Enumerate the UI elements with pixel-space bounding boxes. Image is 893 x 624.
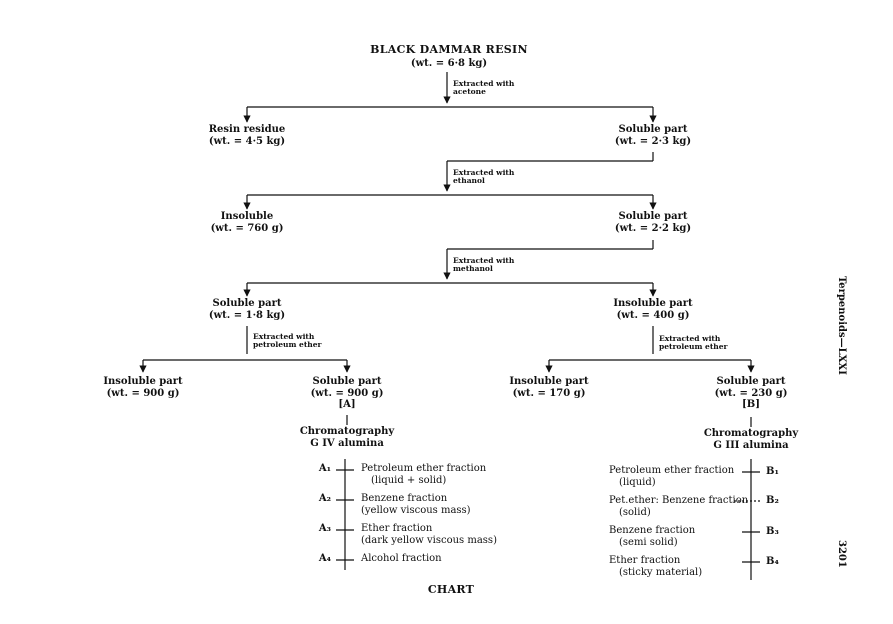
sol-b-tag: [B]	[742, 399, 760, 410]
alumina-a-label: G IV alumina	[310, 437, 384, 449]
soluble2-weight: (wt. = 2·2 kg)	[614, 222, 692, 234]
step3-line2: methanol	[453, 263, 493, 273]
chrom-b-label: Chromatography	[703, 428, 799, 439]
chromatography-b: Chromatography G III alumina	[704, 428, 798, 451]
node-insoluble-2: Insoluble (wt. = 760 g)	[211, 211, 284, 234]
fraction-b1-desc: (liquid)	[619, 476, 656, 488]
chromatography-a: Chromatography G IV alumina	[300, 426, 394, 449]
page-number: 3201	[836, 540, 847, 568]
fraction-a3-label: A₃	[318, 523, 331, 534]
node-soluble-b: Soluble part (wt. = 230 g) [B]	[715, 376, 788, 411]
step2-line1: Extracted with	[453, 168, 515, 177]
node-resin-residue: Resin residue (wt. = 4·5 kg)	[209, 124, 286, 147]
chrom-a-label: Chromatography	[299, 426, 395, 437]
fraction-a4-label: A₄	[318, 553, 331, 564]
step4a-line1: Extracted with	[253, 332, 315, 341]
fraction-a4: Alcohol fraction	[361, 553, 442, 565]
step1-annotation: Extracted with acetone	[453, 80, 514, 96]
insol-a-name: Insoluble part	[103, 376, 183, 387]
fraction-a1-label: A₁	[318, 463, 331, 474]
fraction-b2: Pet.ether: Benzene fraction (solid)	[609, 495, 748, 518]
step2-line2: ethanol	[453, 175, 485, 185]
root-weight: (wt. = 6·8 kg)	[410, 58, 488, 69]
soluble3-name: Soluble part	[212, 298, 282, 309]
insoluble3-weight: (wt. = 400 g)	[616, 309, 690, 321]
fraction-b4-label: B₄	[766, 556, 779, 567]
fraction-a4-name: Alcohol fraction	[361, 553, 442, 564]
node-soluble-a: Soluble part (wt. = 900 g) [A]	[311, 376, 384, 411]
step4a-annotation: Extracted with petroleum ether	[253, 333, 321, 349]
chart-caption: CHART	[427, 583, 475, 596]
fraction-a2-name: Benzene fraction	[361, 493, 448, 504]
insoluble2-weight: (wt. = 760 g)	[210, 222, 284, 234]
step2-annotation: Extracted with ethanol	[453, 169, 514, 185]
fraction-b4: Ether fraction (sticky material)	[609, 555, 702, 578]
insol-a-weight: (wt. = 900 g)	[106, 387, 180, 399]
sol-b-weight: (wt. = 230 g)	[714, 387, 788, 399]
sol-a-tag: [A]	[338, 399, 356, 410]
step3-annotation: Extracted with methanol	[453, 257, 514, 273]
resin-residue-weight: (wt. = 4·5 kg)	[208, 135, 286, 147]
insoluble3-name: Insoluble part	[613, 298, 693, 309]
fraction-b4-desc: (sticky material)	[619, 566, 703, 578]
fraction-a2-label: A₂	[318, 493, 331, 504]
step1-line1: Extracted with	[453, 79, 515, 88]
fraction-a1-desc: (liquid + solid)	[371, 474, 447, 486]
root-title: BLACK DAMMAR RESIN	[370, 43, 528, 56]
fraction-a3: Ether fraction (dark yellow viscous mass…	[361, 523, 497, 546]
fraction-a2: Benzene fraction (yellow viscous mass)	[361, 493, 471, 516]
fraction-b1-label: B₁	[766, 466, 779, 477]
step4a-line2: petroleum ether	[253, 339, 322, 349]
fraction-b2-label: B₂	[766, 495, 779, 506]
fraction-a3-name: Ether fraction	[361, 523, 433, 534]
insol-b-weight: (wt. = 170 g)	[512, 387, 586, 399]
fraction-a1-name: Petroleum ether fraction	[361, 463, 487, 474]
node-insoluble-b: Insoluble part (wt. = 170 g)	[509, 376, 588, 399]
fraction-b3-label: B₃	[766, 526, 779, 537]
fraction-b2-desc: (solid)	[619, 506, 651, 518]
sol-a-name: Soluble part	[312, 376, 382, 387]
fraction-b2-name: Pet.ether: Benzene fraction	[609, 495, 749, 506]
fraction-a1: Petroleum ether fraction (liquid + solid…	[361, 463, 486, 486]
resin-residue-name: Resin residue	[208, 124, 286, 135]
soluble2-name: Soluble part	[618, 211, 688, 222]
fraction-a2-desc: (yellow viscous mass)	[361, 504, 471, 516]
step1-line2: acetone	[453, 86, 486, 96]
node-soluble-part-1: Soluble part (wt. = 2·3 kg)	[615, 124, 691, 147]
step4b-line2: petroleum ether	[659, 341, 728, 351]
soluble1-weight: (wt. = 2·3 kg)	[614, 135, 692, 147]
step3-line1: Extracted with	[453, 256, 515, 265]
sol-b-name: Soluble part	[716, 376, 786, 387]
sol-a-weight: (wt. = 900 g)	[310, 387, 384, 399]
fraction-b1: Petroleum ether fraction (liquid)	[609, 465, 734, 488]
step4b-line1: Extracted with	[659, 334, 721, 343]
alumina-b-label: G III alumina	[713, 439, 789, 451]
node-insoluble-a: Insoluble part (wt. = 900 g)	[103, 376, 182, 399]
fraction-b3: Benzene fraction (semi solid)	[609, 525, 695, 548]
soluble1-name: Soluble part	[618, 124, 688, 135]
fraction-b1-name: Petroleum ether fraction	[609, 465, 735, 476]
soluble3-weight: (wt. = 1·8 kg)	[208, 309, 286, 321]
step4b-annotation: Extracted with petroleum ether	[659, 335, 727, 351]
fraction-b3-name: Benzene fraction	[609, 525, 696, 536]
node-soluble-part-3: Soluble part (wt. = 1·8 kg)	[209, 298, 285, 321]
node-soluble-part-2: Soluble part (wt. = 2·2 kg)	[615, 211, 691, 234]
fraction-b3-desc: (semi solid)	[619, 536, 678, 548]
fraction-b4-name: Ether fraction	[609, 555, 681, 566]
insol-b-name: Insoluble part	[509, 376, 589, 387]
insoluble2-name: Insoluble	[220, 211, 274, 222]
running-head: Terpenoids—LXXI	[836, 276, 847, 375]
fraction-a3-desc: (dark yellow viscous mass)	[361, 534, 497, 546]
node-insoluble-part-3: Insoluble part (wt. = 400 g)	[613, 298, 692, 321]
